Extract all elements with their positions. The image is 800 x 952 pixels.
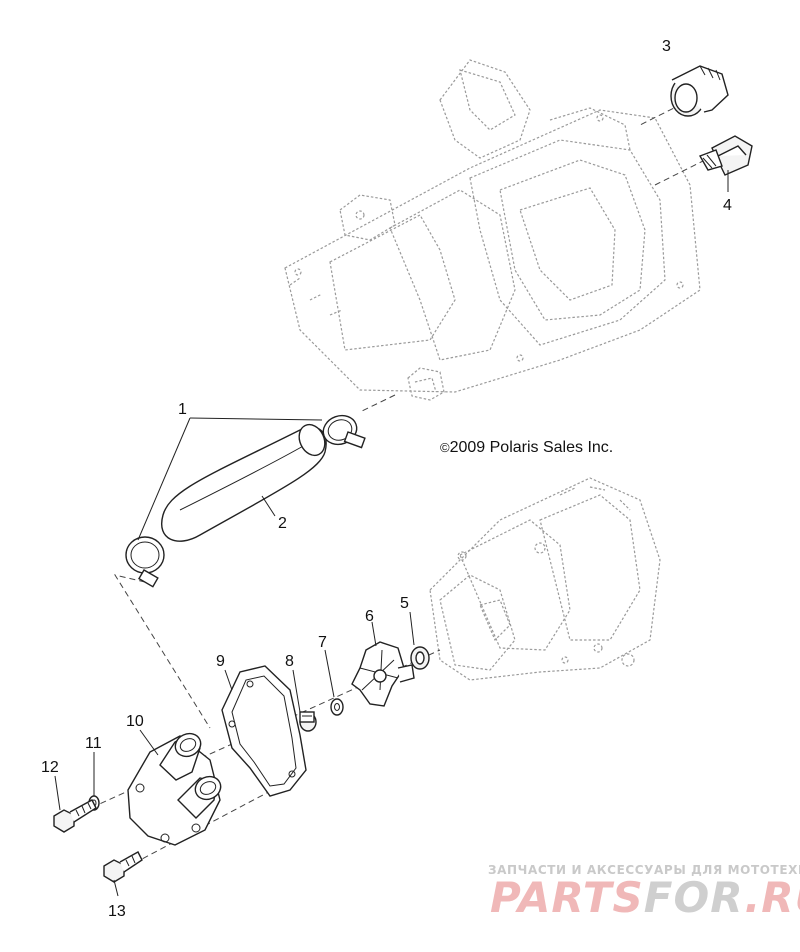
impeller-part <box>351 641 415 707</box>
watermark-logo: PARTSFOR.RU <box>490 873 800 922</box>
copyright-text: 2009 Polaris Sales Inc. <box>450 439 614 456</box>
water-pump-seal-part <box>410 646 430 670</box>
watermark-logo-for: FOR <box>644 873 745 922</box>
ghost-cylinder-head <box>284 59 701 401</box>
callout-5: 5 <box>400 595 409 612</box>
hose-clamp-lower <box>125 536 165 588</box>
ghost-crankcase <box>429 477 661 681</box>
drain-plug-part <box>299 711 317 732</box>
callout-7: 7 <box>318 634 327 651</box>
callout-4: 4 <box>723 197 732 214</box>
callout-3: 3 <box>662 38 671 55</box>
hose-clamp-upper <box>322 414 366 449</box>
watermark-logo-parts: PARTS <box>490 873 644 922</box>
callout-12: 12 <box>41 759 59 776</box>
callout-11: 11 <box>85 735 102 752</box>
callout-1: 1 <box>178 401 187 418</box>
thermostat-housing-part <box>670 65 729 117</box>
callout-8: 8 <box>285 653 294 670</box>
temperature-sensor-part <box>698 135 753 176</box>
callout-leaders <box>54 170 729 897</box>
gasket-part <box>221 665 307 797</box>
watermark-tagline: ЗАПЧАСТИ И АКСЕССУАРЫ ДЛЯ МОТОТЕХНИКИ <box>488 863 800 877</box>
coolant-hose-part <box>161 423 327 542</box>
washer-part <box>330 698 344 716</box>
bolt-part-12 <box>53 799 97 833</box>
callout-6: 6 <box>365 608 374 625</box>
callout-9: 9 <box>216 653 225 670</box>
bolt-part-13 <box>103 851 143 883</box>
callout-10: 10 <box>126 713 144 730</box>
watermark-logo-ru: .RU <box>744 873 800 922</box>
callout-13: 13 <box>108 903 126 920</box>
copyright-notice: ©2009 Polaris Sales Inc. <box>440 439 613 456</box>
water-pump-cover-part <box>127 732 222 846</box>
copyright-symbol: © <box>440 440 450 455</box>
callout-2: 2 <box>278 515 287 532</box>
